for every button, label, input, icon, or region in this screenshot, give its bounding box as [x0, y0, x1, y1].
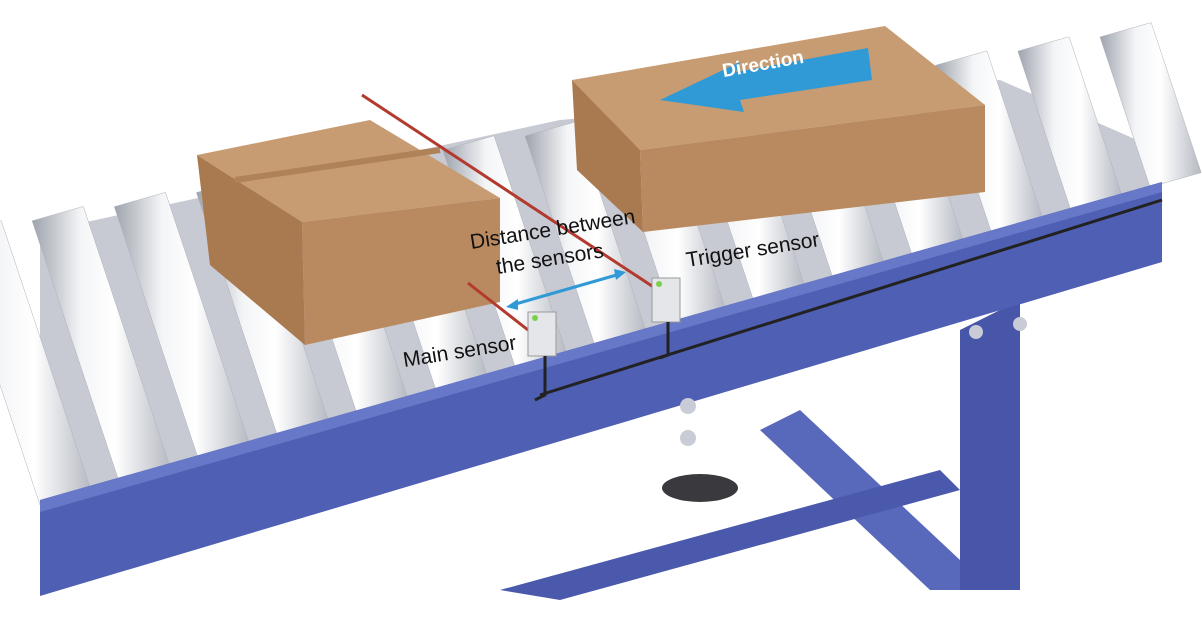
- direction-arrow: [660, 48, 872, 112]
- trigger-sensor-beam: [361, 93, 659, 292]
- roller: [1099, 22, 1202, 188]
- trigger-sensor: [651, 277, 681, 360]
- leveling-foot: [662, 474, 738, 502]
- distance-arrow: [506, 269, 626, 310]
- main-sensor-beam: [467, 281, 529, 332]
- box-left: [197, 120, 500, 345]
- side-rail: [40, 182, 1163, 596]
- main-sensor: [527, 311, 557, 402]
- conveyor-legs: [500, 300, 1020, 600]
